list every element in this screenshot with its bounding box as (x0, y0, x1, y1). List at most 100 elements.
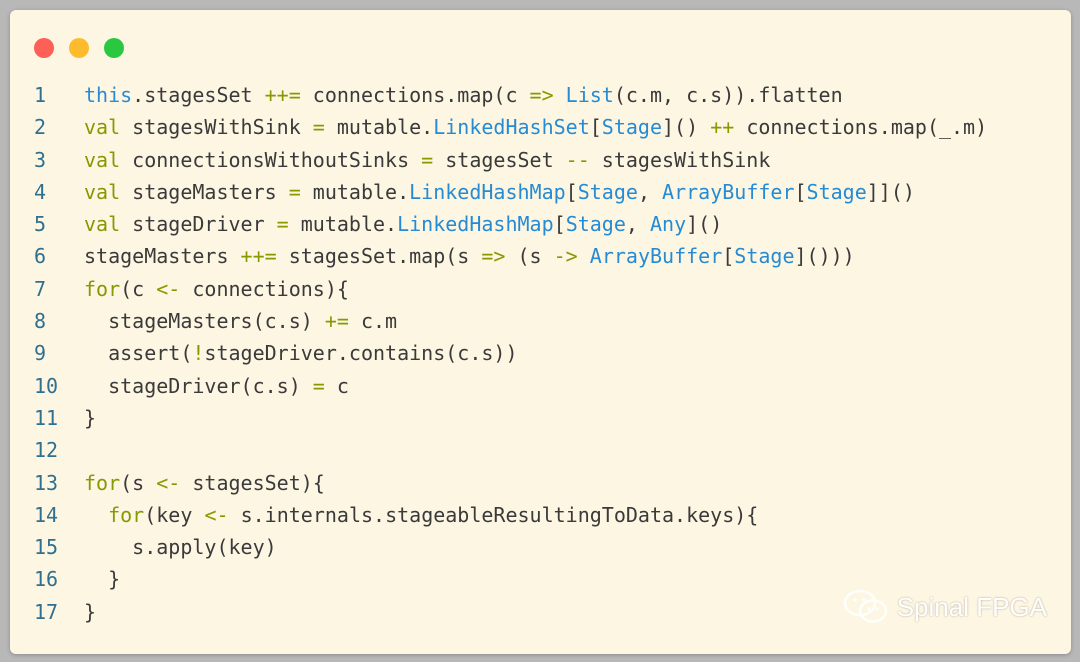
code-token: s.apply(key) (84, 535, 277, 560)
line-number: 7 (34, 276, 47, 301)
code-text: stageMasters ++= stagesSet.map(s => (s -… (84, 240, 1064, 272)
code-line: 5 val stageDriver = mutable.LinkedHashMap… (34, 208, 1064, 240)
code-line: 7 for(c <- connections){ (34, 273, 1064, 305)
code-text: for(c <- connections){ (84, 273, 1064, 305)
maximize-button[interactable] (104, 38, 124, 58)
line-number: 15 (34, 535, 59, 560)
code-token: Stage (577, 179, 638, 204)
code-token: ! (192, 341, 205, 366)
code-text: } (84, 402, 1064, 434)
code-token: += (324, 309, 349, 334)
code-token (84, 503, 108, 527)
code-token: stagesWithSink (120, 115, 313, 140)
code-token: ArrayBuffer (589, 244, 723, 269)
wechat-icon (843, 588, 889, 626)
code-token: val (84, 212, 121, 237)
code-text: this.stagesSet ++= connections.map(c => … (84, 79, 1064, 111)
code-token: stagesWithSink (589, 147, 771, 172)
code-token: } (84, 599, 97, 624)
code-line: 11} (34, 402, 1064, 434)
code-token: ++= (264, 83, 301, 107)
code-token: LinkedHashMap (397, 212, 554, 237)
code-token: for (108, 502, 145, 527)
window-controls (34, 38, 124, 58)
code-token: ArrayBuffer (662, 179, 795, 204)
code-text: val connectionsWithoutSinks = stagesSet … (84, 144, 1064, 176)
code-text: val stageDriver = mutable.LinkedHashMap[… (84, 208, 1064, 240)
code-token: mutable. (300, 179, 410, 204)
code-token: (s (505, 244, 554, 269)
code-token: val (84, 179, 121, 204)
code-token: ++= (240, 244, 277, 269)
line-number: 13 (34, 470, 59, 495)
code-token: ]())) (794, 244, 855, 269)
code-token: connections.map(c (300, 83, 530, 107)
code-token: , (637, 179, 663, 204)
code-token: s.internals.stageableResultingToData.key… (228, 502, 759, 527)
code-line: 8 stageMasters(c.s) += c.m (34, 305, 1064, 337)
line-number: 10 (34, 373, 59, 398)
code-token: ++ (710, 115, 735, 140)
code-token: connectionsWithoutSinks (120, 147, 422, 172)
code-token: this (84, 83, 133, 107)
code-token: LinkedHashSet (433, 115, 590, 140)
code-token: [ (589, 115, 602, 140)
code-text: } (84, 563, 1064, 595)
code-token: [ (553, 212, 566, 237)
line-number: 16 (34, 567, 59, 592)
code-token: Stage (806, 179, 867, 204)
close-button[interactable] (34, 38, 54, 58)
code-token: = (288, 179, 301, 204)
code-token: => (529, 83, 554, 107)
code-text: stageMasters(c.s) += c.m (84, 305, 1064, 337)
code-line: 6 stageMasters ++= stagesSet.map(s => (s … (34, 240, 1064, 272)
code-token: , (625, 212, 650, 237)
code-token (578, 244, 590, 268)
code-token: (c (120, 276, 157, 301)
code-token: Stage (565, 212, 626, 237)
code-token: = (312, 115, 325, 140)
code-line: 15 s.apply(key) (34, 531, 1064, 563)
code-text: s.apply(key) (84, 531, 1064, 563)
code-token: connections.map(_.m) (734, 115, 988, 140)
line-number: 3 (34, 147, 47, 172)
code-token: = (421, 147, 434, 172)
code-token: mutable. (324, 115, 434, 140)
code-token: <- (204, 502, 229, 527)
code-token: ]() (686, 212, 723, 237)
code-token: Stage (734, 244, 795, 269)
line-number: 17 (34, 599, 59, 624)
code-token: <- (156, 276, 181, 301)
line-number: 5 (34, 212, 47, 237)
code-token: List (565, 83, 614, 107)
code-token: = (276, 212, 289, 237)
code-token: c.m (348, 309, 398, 334)
code-token: .stagesSet (132, 83, 265, 107)
code-token (554, 83, 566, 107)
code-token: stageDriver.contains(c.s)) (204, 341, 518, 366)
line-number: 6 (34, 244, 47, 269)
code-token: val (84, 115, 121, 140)
code-token: => (481, 244, 506, 269)
code-token: stageMasters(c.s) (84, 309, 325, 334)
code-token: ]]() (866, 179, 915, 204)
code-token: (c.m, c.s)).flatten (613, 83, 843, 107)
line-number: 12 (34, 438, 59, 463)
code-line: 12 (34, 434, 1064, 466)
code-token: [ (565, 179, 578, 204)
code-token: for (84, 470, 121, 495)
minimize-button[interactable] (69, 38, 89, 58)
code-line: 9 assert(!stageDriver.contains(c.s)) (34, 337, 1064, 369)
code-token: [ (722, 244, 735, 269)
code-text: for(key <- s.internals.stageableResultin… (84, 499, 1064, 531)
code-text (84, 434, 1064, 466)
line-number: 11 (34, 405, 59, 430)
code-token: stageDriver(c.s) (84, 373, 313, 398)
line-number: 14 (34, 502, 59, 527)
line-number: 2 (34, 115, 47, 140)
code-line: 14 for(key <- s.internals.stageableResul… (34, 499, 1064, 531)
code-token: assert( (84, 341, 193, 366)
